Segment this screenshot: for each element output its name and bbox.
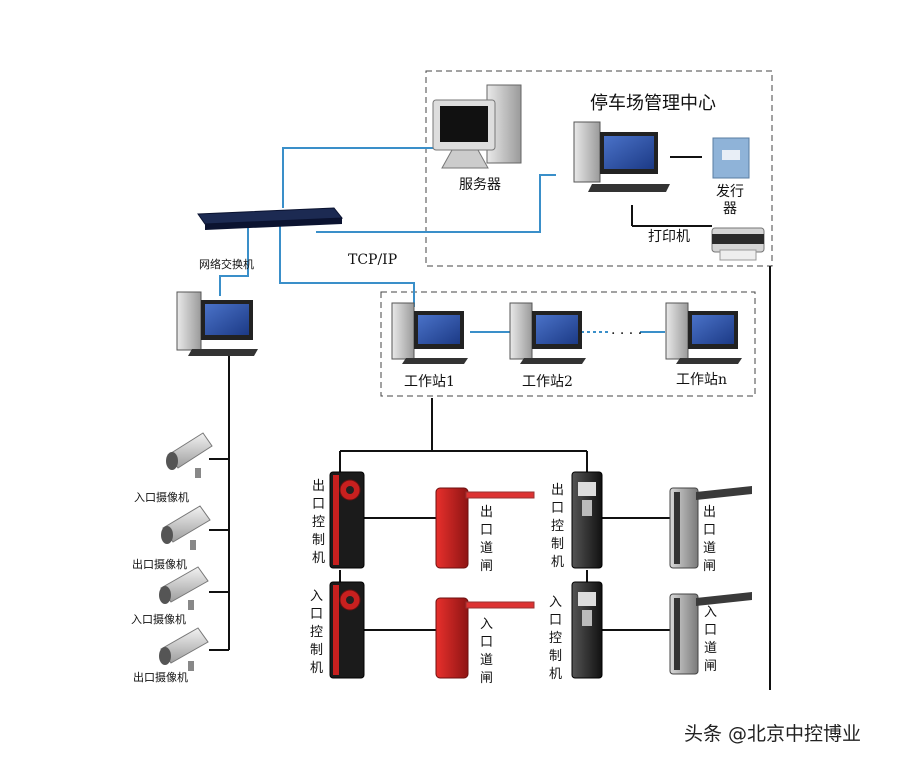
entry-barrier-1 [435, 597, 535, 679]
camera-3-label: 入口摄像机 [131, 612, 186, 626]
switch-label: 网络交换机 [199, 257, 254, 271]
camera-1-label: 入口摄像机 [134, 490, 189, 504]
camera-pc [176, 291, 258, 356]
camera-1 [166, 432, 213, 478]
entry-controller-1 [329, 581, 365, 679]
ws2-label: 工作站2 [522, 374, 573, 390]
exit-barrier-1 [435, 487, 535, 569]
entry-barrier-2 [669, 592, 752, 675]
exit-controller-2 [571, 471, 603, 569]
exit-barrier-2-label: 出口道闸 [703, 505, 716, 574]
entry-controller-2-label: 入口控制机 [549, 595, 562, 682]
network-links [219, 147, 556, 333]
issuer-label-1: 发行 [716, 184, 744, 200]
camera-2-label: 出口摄像机 [132, 557, 187, 571]
issuer-device [712, 137, 750, 179]
management-center-box [425, 70, 773, 267]
camera-3 [159, 566, 209, 610]
workstation-group-box [380, 291, 756, 397]
workstation-1 [391, 302, 468, 364]
server-label: 服务器 [459, 177, 501, 193]
management-center-title: 停车场管理中心 [590, 93, 716, 114]
exit-controller-2-label: 出口控制机 [551, 483, 564, 570]
exit-controller-1 [329, 471, 365, 569]
control-bus [209, 156, 771, 690]
watermark: 头条 @北京中控博业 [684, 723, 861, 745]
workstation-n [665, 302, 742, 364]
workstation-2 [509, 302, 586, 364]
entry-barrier-2-label: 入口道闸 [704, 605, 717, 674]
camera-2 [161, 505, 211, 550]
management-pc [573, 121, 670, 192]
protocol-label: TCP/IP [348, 252, 397, 268]
exit-controller-1-label: 出口控制机 [312, 479, 325, 566]
ws1-label: 工作站1 [404, 374, 455, 390]
entry-controller-2 [571, 581, 603, 679]
printer-label: 打印机 [648, 228, 690, 245]
exit-barrier-1-label: 出口道闸 [480, 505, 493, 574]
camera-4 [159, 627, 209, 671]
dots-label: · · · · [611, 326, 642, 342]
entry-barrier-1-label: 入口道闸 [480, 617, 493, 686]
wsn-label: 工作站n [676, 372, 727, 388]
server-computer [432, 84, 522, 169]
exit-barrier-2 [669, 486, 752, 569]
network-switch [197, 207, 344, 230]
camera-4-label: 出口摄像机 [133, 670, 188, 684]
issuer-label-2: 器 [723, 201, 737, 217]
entry-controller-1-label: 入口控制机 [310, 589, 323, 676]
printer-device [711, 227, 765, 261]
